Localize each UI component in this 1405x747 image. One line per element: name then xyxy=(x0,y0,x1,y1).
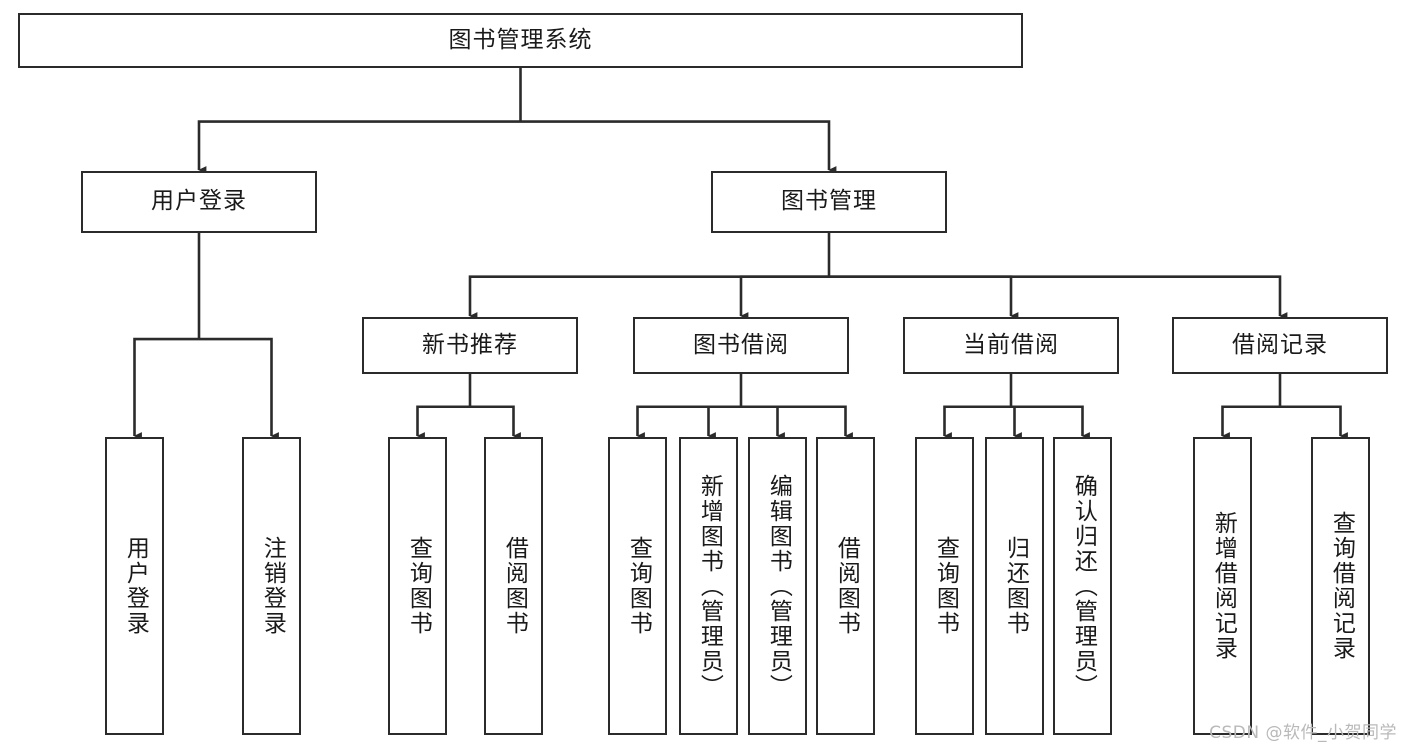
node-leaf-borrow-book-1[interactable]: 借阅图书 xyxy=(484,437,543,735)
node-leaf-logout-login-label: 注销登录 xyxy=(259,536,286,636)
node-leaf-query-book-2-label: 查询图书 xyxy=(625,536,652,636)
node-leaf-logout-login[interactable]: 注销登录 xyxy=(242,437,301,735)
csdn-watermark: CSDN @软件_小贺同学 xyxy=(1209,723,1397,743)
node-new-book-recommend[interactable]: 新书推荐 xyxy=(362,317,578,374)
node-borrow-record[interactable]: 借阅记录 xyxy=(1172,317,1388,374)
node-root-label: 图书管理系统 xyxy=(448,26,593,53)
node-leaf-query-book-1-label: 查询图书 xyxy=(405,536,432,636)
node-book-borrow-label: 图书借阅 xyxy=(693,331,789,358)
node-leaf-return-book[interactable]: 归还图书 xyxy=(985,437,1044,735)
node-leaf-user-login[interactable]: 用户登录 xyxy=(105,437,164,735)
node-leaf-query-book-3-label: 查询图书 xyxy=(932,536,959,636)
node-book-borrow[interactable]: 图书借阅 xyxy=(633,317,849,374)
node-leaf-edit-book-admin[interactable]: 编辑图书（管理员） xyxy=(748,437,807,735)
node-user-login-label: 用户登录 xyxy=(151,188,247,215)
node-leaf-add-borrow-record[interactable]: 新增借阅记录 xyxy=(1193,437,1252,735)
node-leaf-borrow-book-1-label: 借阅图书 xyxy=(501,536,528,636)
node-leaf-borrow-book-2-label: 借阅图书 xyxy=(833,536,860,636)
node-borrow-record-label: 借阅记录 xyxy=(1232,331,1328,358)
node-leaf-confirm-return-admin-label: 确认归还（管理员） xyxy=(1070,473,1097,699)
node-leaf-borrow-book-2[interactable]: 借阅图书 xyxy=(816,437,875,735)
node-book-manage-label: 图书管理 xyxy=(781,188,877,215)
node-leaf-query-book-3[interactable]: 查询图书 xyxy=(915,437,974,735)
node-leaf-query-book-2[interactable]: 查询图书 xyxy=(608,437,667,735)
node-user-login[interactable]: 用户登录 xyxy=(81,171,317,233)
node-root[interactable]: 图书管理系统 xyxy=(18,13,1023,68)
node-leaf-query-borrow-record[interactable]: 查询借阅记录 xyxy=(1311,437,1370,735)
node-leaf-return-book-label: 归还图书 xyxy=(1002,536,1029,636)
node-leaf-query-borrow-record-label: 查询借阅记录 xyxy=(1328,511,1355,661)
node-leaf-confirm-return-admin[interactable]: 确认归还（管理员） xyxy=(1053,437,1112,735)
node-current-borrow[interactable]: 当前借阅 xyxy=(903,317,1119,374)
node-leaf-query-book-1[interactable]: 查询图书 xyxy=(388,437,447,735)
node-leaf-user-login-label: 用户登录 xyxy=(122,536,149,636)
node-leaf-add-book-admin-label: 新增图书（管理员） xyxy=(696,473,723,699)
node-leaf-edit-book-admin-label: 编辑图书（管理员） xyxy=(765,473,792,699)
node-book-manage[interactable]: 图书管理 xyxy=(711,171,947,233)
node-new-book-recommend-label: 新书推荐 xyxy=(422,331,518,358)
node-current-borrow-label: 当前借阅 xyxy=(963,331,1059,358)
node-leaf-add-book-admin[interactable]: 新增图书（管理员） xyxy=(679,437,738,735)
node-leaf-add-borrow-record-label: 新增借阅记录 xyxy=(1210,511,1237,661)
